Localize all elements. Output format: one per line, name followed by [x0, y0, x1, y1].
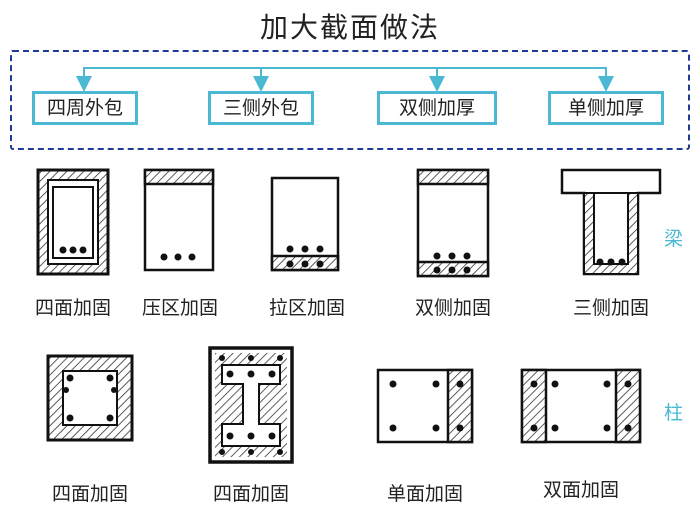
column-section-four-sides-square: [46, 354, 134, 442]
beam-section-three-sides: [560, 168, 662, 276]
beam-label-compression-zone: 压区加固: [141, 297, 218, 319]
beam-section-compression-zone: [143, 168, 215, 272]
column-section-single-side: [376, 368, 474, 444]
beam-row-side-label: 梁: [664, 228, 684, 250]
beam-label-tension-zone: 拉区加固: [268, 297, 345, 319]
diagram-title: 加大截面做法: [259, 11, 440, 44]
method-box-two-sides: 双侧加厚: [377, 91, 497, 125]
beam-section-two-sides: [416, 168, 490, 278]
method-box-all-around: 四周外包: [32, 91, 138, 125]
column-row-side-label: 柱: [664, 402, 684, 424]
column-section-two-sides: [520, 368, 642, 444]
beam-section-tension-zone: [270, 176, 340, 272]
column-label-four-sides-i-shape: 四面加固: [212, 483, 289, 505]
method-box-one-side: 单侧加厚: [548, 91, 664, 125]
column-section-four-sides-i-shape: [208, 346, 294, 464]
methods-frame: [10, 50, 690, 150]
column-label-two-sides: 双面加固: [542, 479, 619, 501]
column-label-four-sides-square: 四面加固: [51, 483, 128, 505]
method-connectors: [76, 67, 614, 92]
beam-label-three-sides: 三侧加固: [572, 297, 649, 319]
method-box-three-sides: 三侧外包: [208, 91, 314, 125]
beam-section-four-sides: [36, 168, 110, 276]
beam-label-two-sides: 双侧加固: [414, 297, 491, 319]
beam-label-four-sides: 四面加固: [34, 297, 111, 319]
column-label-single-side: 单面加固: [386, 483, 463, 505]
